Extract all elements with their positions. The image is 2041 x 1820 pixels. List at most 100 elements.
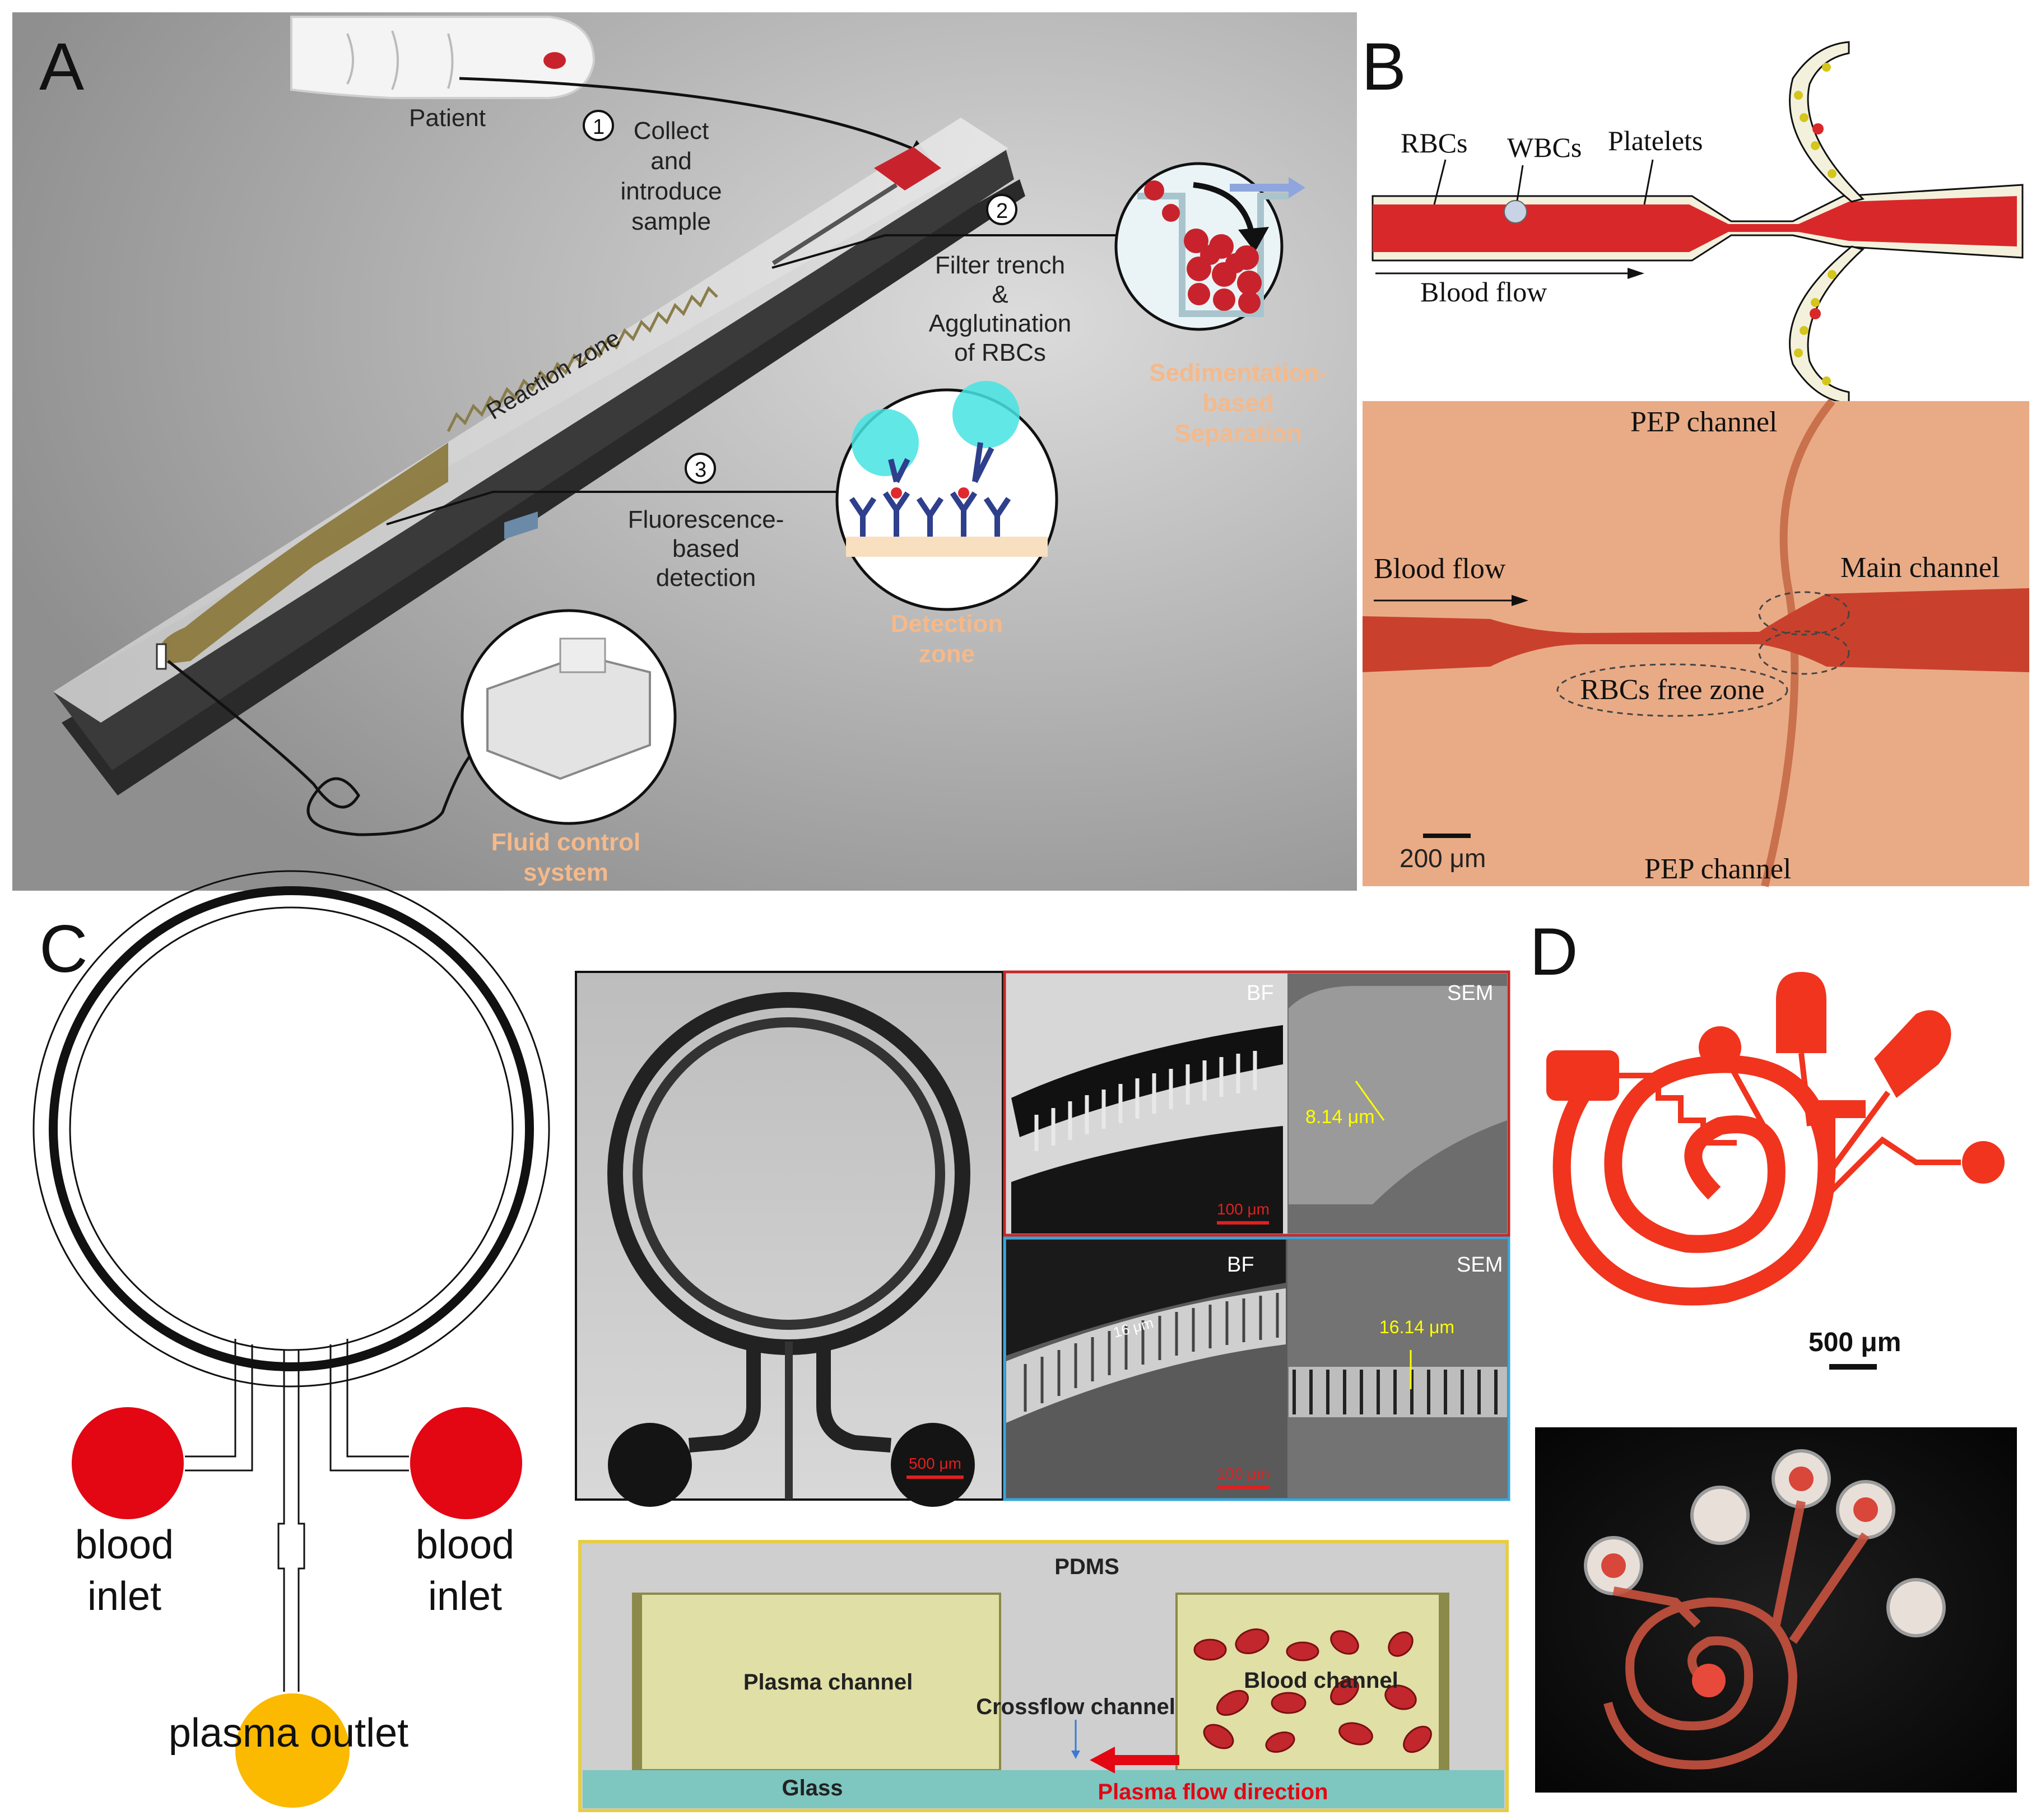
micrograph-right-arm bbox=[816, 1342, 891, 1453]
rbc-free-zone-outline bbox=[1556, 663, 1788, 717]
micrograph-right-inlet bbox=[891, 1423, 975, 1507]
scale-label-c-main: 500 μm bbox=[909, 1455, 961, 1472]
wbcs-pointer bbox=[1516, 165, 1524, 201]
plasma-flow-direction-label: Plasma flow direction bbox=[1098, 1780, 1328, 1804]
step-2-line-2: & bbox=[992, 281, 1008, 308]
pep-channel-top-label: PEP channel bbox=[1630, 406, 1777, 438]
pep-channel-bottom-label: PEP channel bbox=[1644, 853, 1791, 885]
chip-photo-port-red-2 bbox=[1789, 1467, 1814, 1491]
plasma-flow-arrow-body bbox=[1112, 1755, 1179, 1765]
step-1-line-3: introduce bbox=[620, 178, 722, 205]
chip-channel-left bbox=[1619, 1073, 1737, 1146]
sedimentation-line-1: Sedimentation- bbox=[1149, 359, 1327, 387]
platelets-in-branch bbox=[1794, 63, 1837, 385]
flow-split-outline-1 bbox=[1758, 591, 1850, 636]
left-inlet-channel-inner bbox=[185, 1344, 253, 1472]
chip-photo-ports bbox=[1584, 1449, 1946, 1637]
plasma-outlet bbox=[235, 1693, 350, 1808]
sem-bottom-label: SEM bbox=[1457, 1253, 1503, 1277]
rbc-stream bbox=[1373, 196, 2017, 252]
flow-arrow-icon bbox=[1230, 177, 1305, 198]
pdms-label: PDMS bbox=[1054, 1554, 1119, 1579]
flow-split-outline-2 bbox=[1758, 630, 1850, 675]
blood-main-channel-photo bbox=[1363, 588, 2029, 672]
chip-reservoir-top bbox=[1776, 972, 1826, 1053]
center-outlet-channel bbox=[277, 1350, 305, 1692]
blood-inlet-right bbox=[410, 1407, 522, 1519]
right-inlet-channel bbox=[346, 1339, 409, 1458]
wbc-icon bbox=[1504, 200, 1527, 224]
step-3-line-3: detection bbox=[656, 564, 756, 592]
sample-inlet bbox=[874, 147, 941, 190]
step-1-line-2: and bbox=[650, 147, 691, 175]
plasma-flow-arrow-head bbox=[1090, 1747, 1115, 1774]
detection-zone-line-1: Detection bbox=[891, 610, 1003, 637]
crossflow-channel-label: Crossflow channel bbox=[976, 1695, 1175, 1719]
panel-a-background bbox=[12, 12, 1357, 891]
finger-illustration bbox=[290, 16, 596, 99]
panel-d-letter: D bbox=[1529, 914, 1578, 989]
inlet-channel bbox=[771, 183, 898, 266]
fluorescence-glow-2 bbox=[952, 381, 1020, 448]
fluid-control-line-2: system bbox=[523, 859, 608, 886]
glass-label: Glass bbox=[782, 1776, 843, 1800]
pump-screen-icon bbox=[504, 511, 538, 539]
scale-label-b: 200 μm bbox=[1400, 844, 1486, 873]
sedimentation-arrow-head bbox=[1238, 227, 1269, 252]
blood-channel-label: Blood channel bbox=[1244, 1668, 1398, 1693]
step-3-leader bbox=[386, 491, 840, 525]
step-2-line-3: Agglutination bbox=[929, 310, 1071, 337]
panel-d: D 500 μm bbox=[1529, 914, 2017, 1793]
blood-inlet-left-line-1: blood bbox=[75, 1523, 174, 1567]
step-1-line-4: sample bbox=[631, 208, 711, 235]
patient-label: Patient bbox=[409, 104, 486, 132]
antigen-1 bbox=[891, 487, 902, 499]
scale-label-d: 500 μm bbox=[1808, 1328, 1901, 1357]
sedimentation-line-3: Separation bbox=[1174, 420, 1301, 447]
chip-channel-top bbox=[1798, 1053, 1812, 1127]
tubing bbox=[167, 660, 489, 836]
platelets-label: Platelets bbox=[1608, 125, 1703, 156]
step-2-line-1: Filter trench bbox=[935, 252, 1065, 279]
chip-channel-right bbox=[1827, 1136, 1961, 1195]
blood-inlet-right-line-1: blood bbox=[416, 1523, 514, 1567]
right-inlet-channel-inner bbox=[329, 1344, 409, 1472]
ring-channel-filter bbox=[49, 886, 534, 1371]
micrograph-ring-inner bbox=[633, 1017, 945, 1330]
rbcs-in-blood-channel bbox=[1193, 1628, 1432, 1753]
step-2-number: 2 bbox=[996, 199, 1008, 223]
pep-channel-wall-photo bbox=[1761, 398, 1835, 887]
spiral-chip-schematic bbox=[1552, 1055, 1866, 1306]
chip-port-right bbox=[1962, 1141, 2005, 1184]
crossflow-arrow-head bbox=[1071, 1751, 1080, 1759]
panel-c-letter: C bbox=[39, 911, 88, 986]
step-1-number: 1 bbox=[593, 115, 605, 139]
panel-b: B RBCs WBCs Platelets Blood flow PEP cha… bbox=[1361, 29, 2029, 887]
pump-module-icon bbox=[559, 637, 606, 673]
antigen-2 bbox=[958, 487, 969, 499]
rbc-in-branch-1 bbox=[1812, 123, 1824, 134]
blood-flow-label: Blood flow bbox=[1420, 276, 1547, 308]
sem-top-label: SEM bbox=[1447, 981, 1493, 1005]
antibodies bbox=[849, 442, 1011, 537]
step-3-line-1: Fluorescence- bbox=[628, 506, 784, 533]
plasma-channel-wall bbox=[633, 1594, 642, 1770]
rbc-in-branch-2 bbox=[1810, 308, 1821, 319]
reaction-zone-serpentine bbox=[447, 286, 718, 432]
panel-c: C blood inlet blood inlet plasma outlet … bbox=[32, 870, 1510, 1812]
sem-top-ridge bbox=[1289, 986, 1507, 1204]
step-1-circle bbox=[583, 110, 614, 141]
panel-a-letter: A bbox=[39, 29, 84, 104]
sem-top-measure: 8.14 μm bbox=[1305, 1106, 1375, 1128]
rbc-free-zone-label: RBCs free zone bbox=[1580, 674, 1764, 706]
step-3-number: 3 bbox=[695, 458, 706, 482]
ring-channel-outer bbox=[32, 870, 550, 1388]
chip-photo-port-red-1 bbox=[1601, 1553, 1626, 1578]
blood-inlet-right-line-2: inlet bbox=[428, 1574, 502, 1619]
chip-photo-port-red-3 bbox=[1853, 1497, 1878, 1522]
chip-reservoir-top-right bbox=[1874, 1010, 1951, 1098]
step-3-circle bbox=[685, 453, 716, 484]
sedimentation-line-2: based bbox=[1202, 389, 1273, 417]
step-3-line-2: based bbox=[672, 535, 740, 562]
panel-a: A Patient 1 Collect and introduce sample bbox=[12, 12, 1357, 891]
